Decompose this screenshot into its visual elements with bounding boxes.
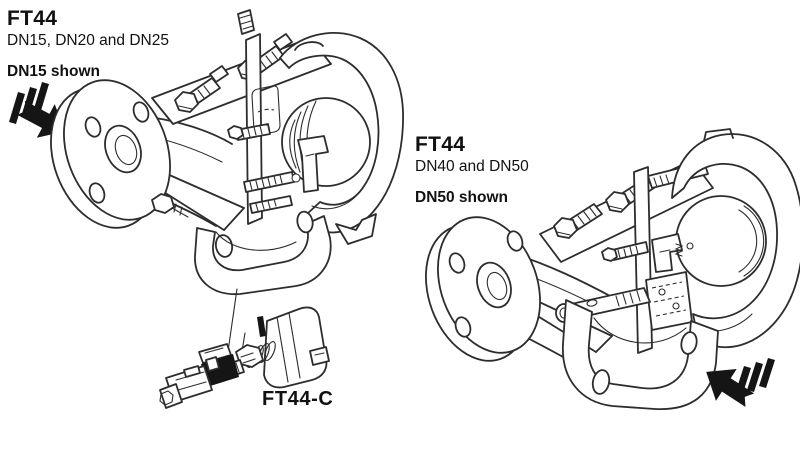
dn15-sizes: DN15, DN20 and DN25 [7,32,169,49]
bolt-hole [454,316,472,338]
bolt-hole [84,116,102,138]
inlet-flange [425,216,541,362]
ft44-dn50-illustration [425,128,800,410]
dn50-sizes: DN40 and DN50 [415,158,529,175]
dn15-header: FT44 DN15, DN20 and DN25 DN15 shown [7,7,169,81]
bolt-hole [680,331,698,355]
component-label: FT44-C [262,388,334,410]
bolt-hole [214,234,234,258]
bolt-hole [448,252,466,274]
bolt-hole [88,182,106,204]
valve-mechanism [151,123,329,218]
dn50-title: FT44 [415,133,466,156]
section-plate [633,166,653,354]
ft44-dn15-illustration [9,9,404,295]
flow-arrow-left-icon [706,358,775,407]
ft44c-assembly-illustration [159,288,330,409]
bolt-hole [132,101,150,123]
capsule-cap [263,306,330,389]
inlet-flange [50,79,171,229]
bottom-bracket [194,210,332,295]
hex-nut [151,193,175,214]
hex-nut [174,91,199,113]
bolt-hole [506,230,524,252]
index-mark [257,316,266,337]
bolt-hole [296,210,314,234]
bolt-hole [591,369,611,395]
cover-plate-and-bolts [539,159,714,263]
dn15-shown-note: DN15 shown [7,63,101,80]
float-ball [675,195,767,287]
dn50-header: FT44 DN40 and DN50 DN50 shown [415,133,529,207]
dn15-title: FT44 [7,7,58,30]
bottom-bracket [562,299,719,410]
dn50-shown-note: DN50 shown [415,189,509,206]
clevis-fork [159,356,220,409]
